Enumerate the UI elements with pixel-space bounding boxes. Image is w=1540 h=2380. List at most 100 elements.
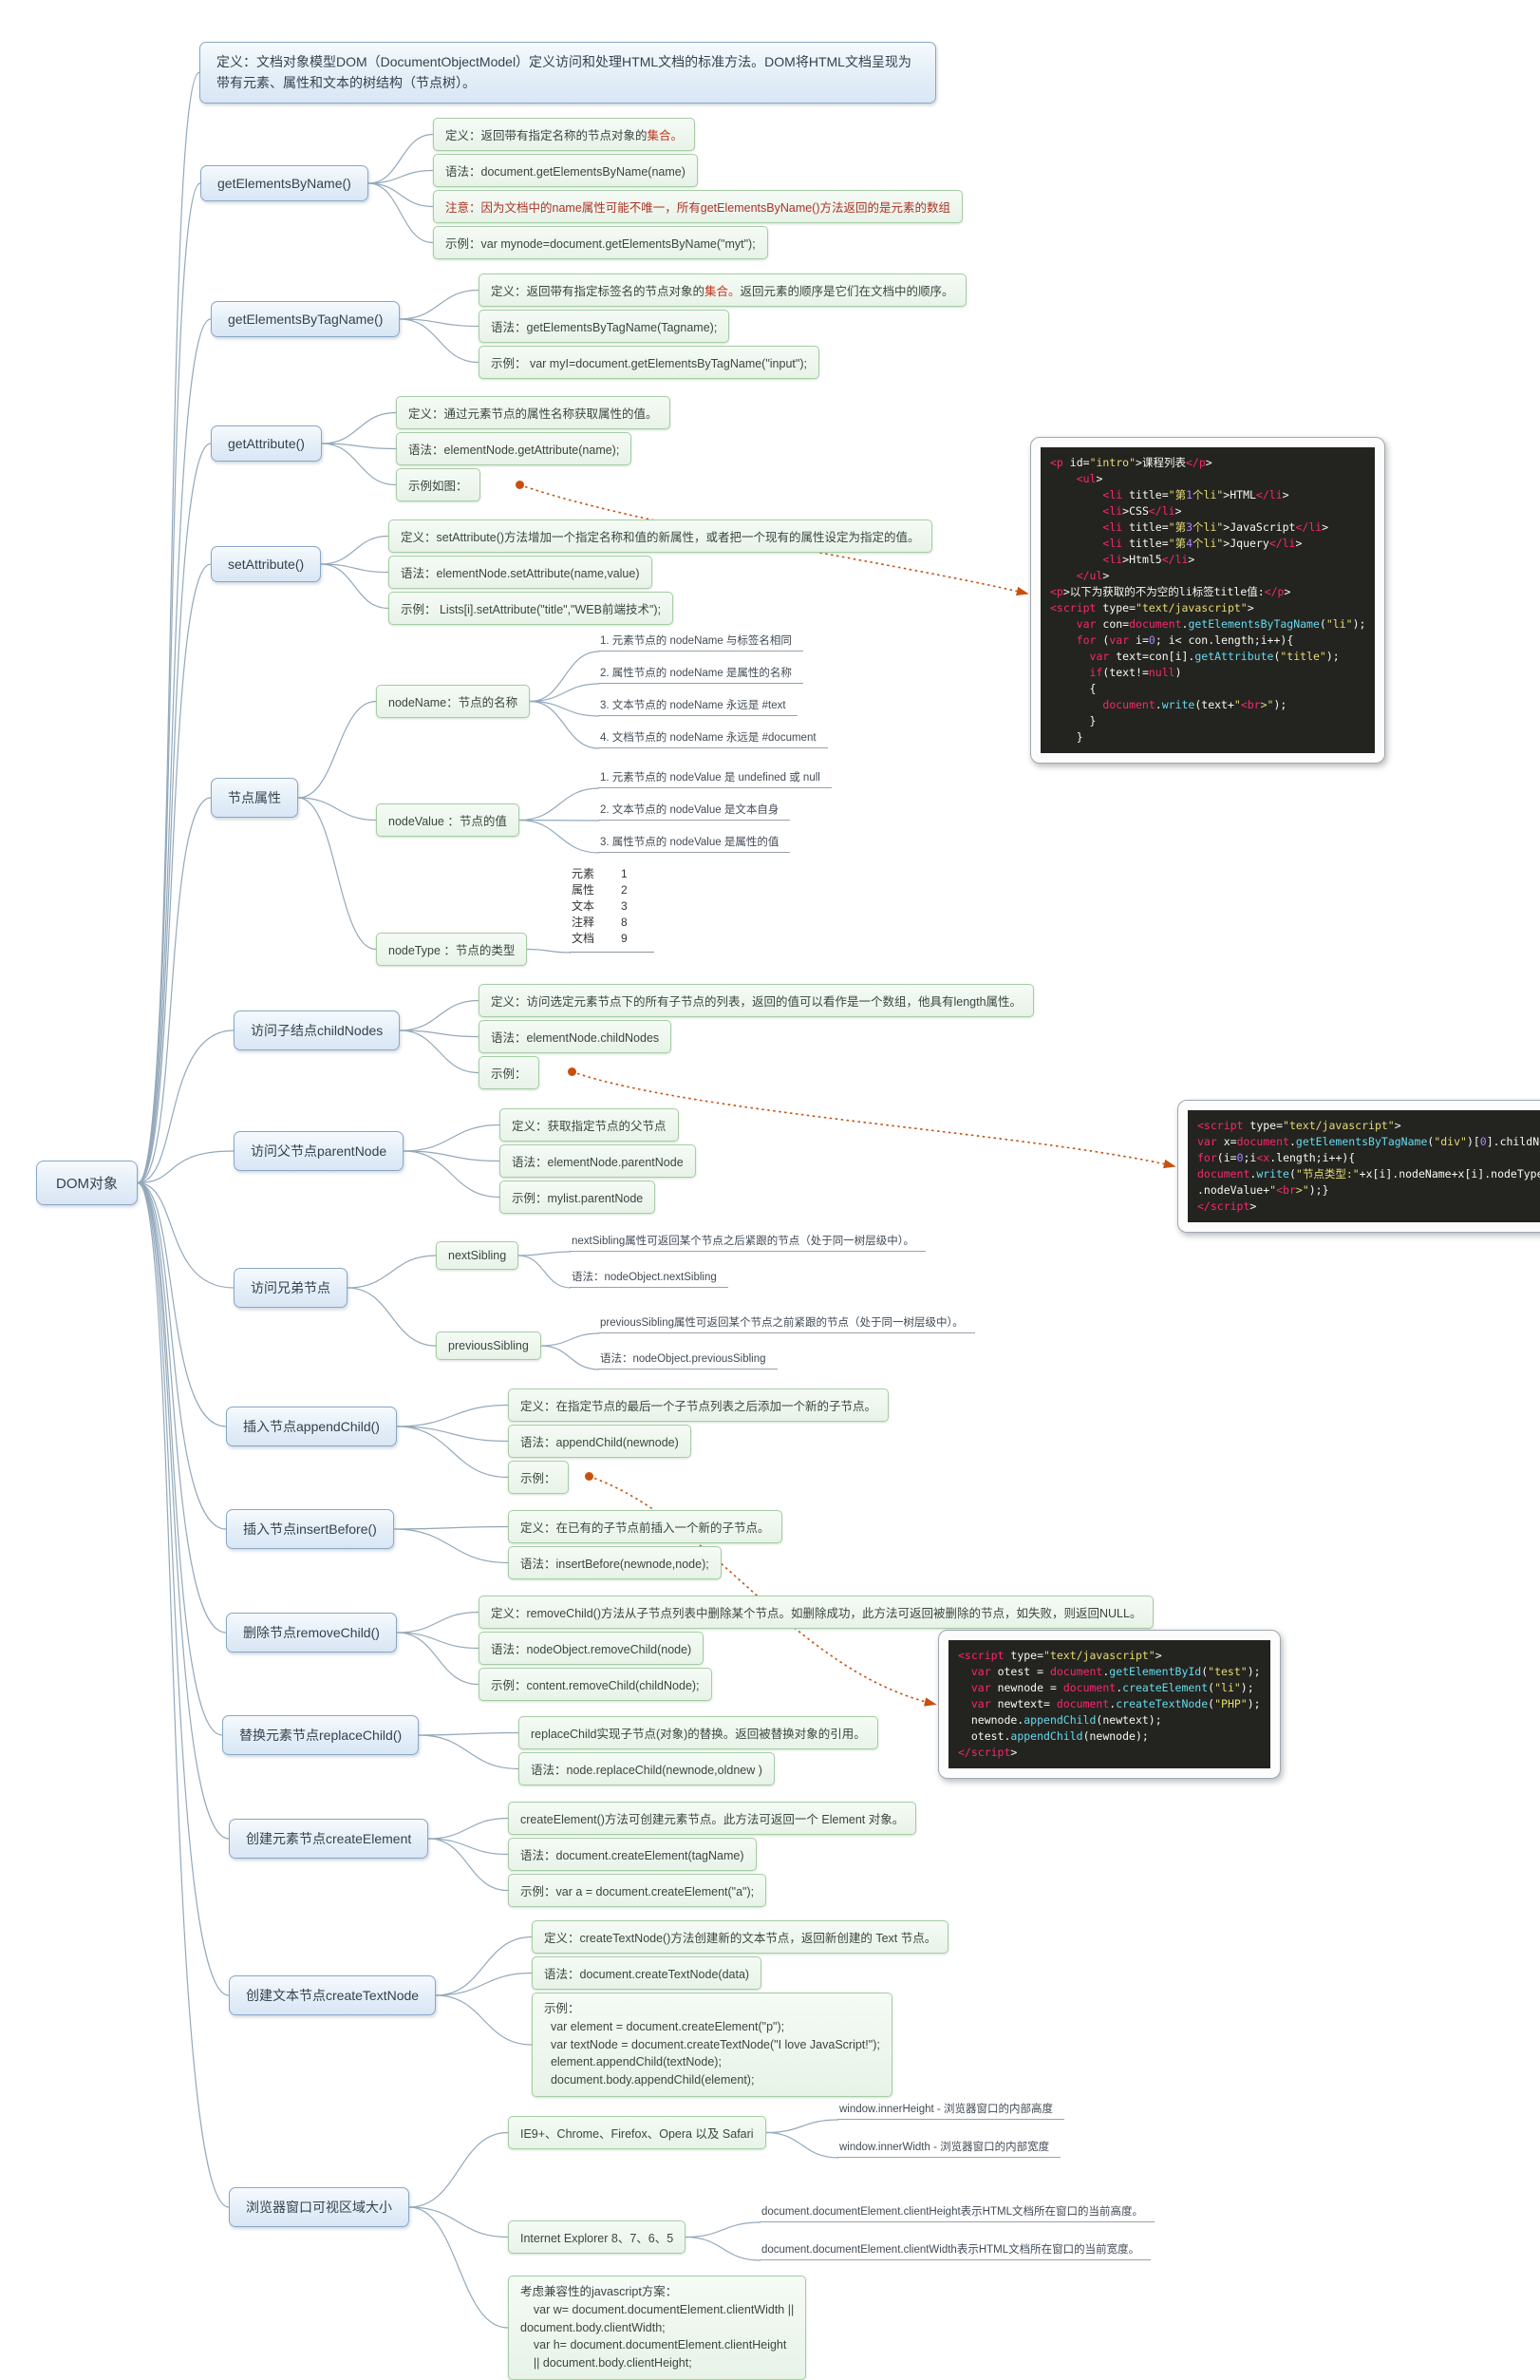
- code-line: var newtext= document.createTextNode("PH…: [970, 1697, 1261, 1710]
- nodename-rule-3[interactable]: 3. 文本节点的 nodeName 永远是 #text: [598, 695, 798, 716]
- removechild-example[interactable]: 示例：content.removeChild(childNode);: [479, 1668, 712, 1701]
- insertbefore-definition[interactable]: 定义：在已有的子节点前插入一个新的子节点。: [508, 1510, 782, 1543]
- nextsibling-description[interactable]: nextSibling属性可返回某个节点之后紧跟的节点（处于同一树层级中）。: [570, 1231, 927, 1252]
- removechild-syntax[interactable]: 语法：nodeObject.removeChild(node): [479, 1632, 704, 1665]
- node-kind: 文档: [572, 932, 595, 945]
- previoussibling-node[interactable]: previousSibling: [436, 1332, 541, 1360]
- setattribute-syntax[interactable]: 语法：elementNode.setAttribute(name,value): [388, 556, 652, 589]
- code-line: }: [1050, 714, 1097, 727]
- code-callout-getattribute[interactable]: <p id="intro">课程列表</p> <ul> <li title="第…: [1030, 437, 1386, 764]
- topic-setattribute[interactable]: setAttribute(): [211, 546, 322, 582]
- getelementsbytagname-syntax[interactable]: 语法：getElementsByTagName(Tagname);: [479, 310, 730, 343]
- getattribute-definition[interactable]: 定义：通过元素节点的属性名称获取属性的值。: [396, 396, 670, 429]
- nodename-node[interactable]: nodeName：节点的名称: [376, 685, 531, 718]
- code-line: <script type="text/javascript">: [958, 1649, 1162, 1662]
- createelement-example[interactable]: 示例：var a = document.createElement("a");: [508, 1874, 767, 1907]
- definition-highlight: 集合。: [704, 285, 741, 298]
- node-type-value: 3: [621, 899, 628, 913]
- childnodes-example-label[interactable]: 示例：: [479, 1056, 539, 1089]
- appendchild-definition[interactable]: 定义：在指定节点的最后一个子节点列表之后添加一个新的子节点。: [508, 1388, 890, 1422]
- nodevalue-rule-3[interactable]: 3. 属性节点的 nodeValue 是属性的值: [598, 832, 791, 853]
- getelementsbyname-example[interactable]: 示例：var mynode=document.getElementsByName…: [433, 226, 768, 259]
- nodetype-node[interactable]: nodeType ：节点的类型: [376, 933, 528, 966]
- topic-createtextnode[interactable]: 创建文本节点createTextNode: [229, 1975, 437, 2015]
- clientwidth-note[interactable]: document.documentElement.clientWidth表示HT…: [760, 2239, 1152, 2260]
- topic-getelementsbytagname[interactable]: getElementsByTagName(): [211, 301, 401, 337]
- node-type-value: 2: [621, 883, 628, 897]
- getelementsbyname-syntax[interactable]: 语法：document.getElementsByName(name): [433, 154, 698, 187]
- topic-getattribute[interactable]: getAttribute(): [211, 425, 322, 462]
- example-line: var textNode = document.createTextNode("…: [544, 2037, 880, 2051]
- dom-definition-note[interactable]: 定义：文档对象模型DOM（DocumentObjectModel）定义访问和处理…: [199, 42, 936, 104]
- nodevalue-node[interactable]: nodeValue ：节点的值: [376, 803, 519, 837]
- ie-browsers-node[interactable]: Internet Explorer 8、7、6、5: [508, 2220, 686, 2254]
- node-type-value: 1: [621, 867, 628, 880]
- replacechild-syntax[interactable]: 语法：node.replaceChild(newnode,oldnew ): [518, 1752, 775, 1785]
- nodevalue-rule-1[interactable]: 1. 元素节点的 nodeValue 是 undefined 或 null: [598, 767, 832, 788]
- parentnode-definition[interactable]: 定义：获取指定节点的父节点: [499, 1108, 679, 1142]
- topic-insertbefore[interactable]: 插入节点insertBefore(): [226, 1509, 394, 1549]
- code-callout-removechild[interactable]: <script type="text/javascript"> var otes…: [938, 1630, 1281, 1779]
- createtextnode-syntax[interactable]: 语法：document.createTextNode(data): [532, 1956, 762, 1990]
- nodevalue-rule-2[interactable]: 2. 文本节点的 nodeValue 是文本自身: [598, 800, 791, 821]
- topic-browser-viewport[interactable]: 浏览器窗口可视区域大小: [229, 2187, 409, 2227]
- link-dot-childnodes-example[interactable]: [568, 1067, 576, 1076]
- code-line: var con=document.getElementsByTagName("l…: [1076, 617, 1366, 631]
- code-line: if(text!=null): [1089, 666, 1182, 679]
- getelementsbyname-definition[interactable]: 定义：返回带有指定名称的节点对象的集合。: [433, 118, 696, 151]
- innerheight-note[interactable]: window.innerHeight - 浏览器窗口的内部高度: [837, 2099, 1064, 2120]
- getattribute-example-label[interactable]: 示例如图：: [396, 468, 480, 501]
- code-line: <li title="第3个li">JavaScript</li>: [1102, 520, 1329, 534]
- previoussibling-description[interactable]: previousSibling属性可返回某个节点之前紧跟的节点（处于同一树层级中…: [598, 1313, 975, 1333]
- createtextnode-example[interactable]: 示例： var element = document.createElement…: [532, 1993, 892, 2097]
- topic-appendchild[interactable]: 插入节点appendChild(): [226, 1407, 397, 1446]
- appendchild-syntax[interactable]: 语法：appendChild(newnode): [508, 1425, 691, 1458]
- parentnode-syntax[interactable]: 语法：elementNode.parentNode: [499, 1144, 696, 1178]
- topic-siblings[interactable]: 访问兄弟节点: [234, 1268, 347, 1308]
- insertbefore-syntax[interactable]: 语法：insertBefore(newnode,node);: [508, 1546, 722, 1579]
- topic-replacechild[interactable]: 替换元素节点replaceChild(): [222, 1715, 420, 1755]
- compat-script-node[interactable]: 考虑兼容性的javascript方案： var w= document.docu…: [508, 2276, 807, 2380]
- link-dot-appendchild-example[interactable]: [585, 1472, 593, 1481]
- createtextnode-definition[interactable]: 定义：createTextNode()方法创建新的文本节点，返回新创建的 Tex…: [532, 1920, 949, 1954]
- replacechild-definition[interactable]: replaceChild实现子节点(对象)的替换。返回被替换对象的引用。: [518, 1716, 878, 1749]
- setattribute-definition[interactable]: 定义：setAttribute()方法增加一个指定名称和值的新属性，或者把一个现…: [388, 519, 932, 553]
- code-callout-childnodes[interactable]: <script type="text/javascript"> var x=do…: [1177, 1100, 1540, 1233]
- getattribute-syntax[interactable]: 语法：elementNode.getAttribute(name);: [396, 432, 632, 465]
- topic-createelement[interactable]: 创建元素节点createElement: [229, 1819, 429, 1859]
- setattribute-example[interactable]: 示例： Lists[i].setAttribute("title","WEB前端…: [388, 592, 674, 625]
- getelementsbytagname-example[interactable]: 示例： var myI=document.getElementsByTagNam…: [479, 346, 819, 379]
- nodename-rule-2[interactable]: 2. 属性节点的 nodeName 是属性的名称: [598, 663, 803, 684]
- appendchild-example-label[interactable]: 示例：: [508, 1461, 569, 1494]
- nodename-rule-4[interactable]: 4. 文档节点的 nodeName 永远是 #document: [598, 727, 828, 748]
- parentnode-example[interactable]: 示例：mylist.parentNode: [499, 1181, 656, 1214]
- code-line: <p>以下为获取的不为空的li标签title值:</p>: [1050, 585, 1291, 598]
- modern-browsers-node[interactable]: IE9+、Chrome、Firefox、Opera 以及 Safari: [508, 2116, 766, 2149]
- getelementsbyname-note[interactable]: 注意：因为文档中的name属性可能不唯一，所有getElementsByName…: [433, 190, 964, 223]
- previoussibling-syntax[interactable]: 语法：nodeObject.previousSibling: [598, 1349, 778, 1369]
- childnodes-definition[interactable]: 定义：访问选定元素节点下的所有子节点的列表，返回的值可以看作是一个数组，他具有l…: [479, 984, 1035, 1017]
- removechild-definition[interactable]: 定义：removeChild()方法从子节点列表中删除某个节点。如删除成功，此方…: [479, 1596, 1155, 1629]
- topic-node-properties[interactable]: 节点属性: [211, 778, 298, 818]
- topic-childnodes[interactable]: 访问子结点childNodes: [234, 1011, 401, 1050]
- createelement-definition[interactable]: createElement()方法可创建元素节点。此方法可返回一个 Elemen…: [508, 1802, 917, 1835]
- node-kind: 注释: [572, 916, 595, 929]
- definition-text: 定义：返回带有指定名称的节点对象的: [445, 129, 648, 142]
- link-dot-getattribute-example[interactable]: [516, 481, 524, 489]
- nextsibling-syntax[interactable]: 语法：nodeObject.nextSibling: [570, 1267, 728, 1288]
- compat-line: || document.body.clientHeight;: [520, 2356, 692, 2370]
- nextsibling-node[interactable]: nextSibling: [436, 1241, 519, 1270]
- createelement-syntax[interactable]: 语法：document.createElement(tagName): [508, 1838, 757, 1871]
- topic-getelementsbyname[interactable]: getElementsByName(): [200, 165, 368, 201]
- childnodes-syntax[interactable]: 语法：elementNode.childNodes: [479, 1020, 672, 1053]
- code-line: </script>: [958, 1746, 1018, 1759]
- clientheight-note[interactable]: document.documentElement.clientHeight表示H…: [760, 2201, 1155, 2222]
- nodename-rule-1[interactable]: 1. 元素节点的 nodeName 与标签名相同: [598, 631, 803, 652]
- root-topic-dom[interactable]: DOM对象: [36, 1161, 138, 1205]
- innerwidth-note[interactable]: window.innerWidth - 浏览器窗口的内部宽度: [837, 2137, 1061, 2158]
- topic-parentnode[interactable]: 访问父节点parentNode: [234, 1131, 404, 1171]
- code-line: </ul>: [1076, 569, 1110, 582]
- topic-removechild[interactable]: 删除节点removeChild(): [226, 1613, 397, 1653]
- getelementsbytagname-definition[interactable]: 定义：返回带有指定标签名的节点对象的集合。返回元素的顺序是它们在文档中的顺序。: [479, 274, 967, 307]
